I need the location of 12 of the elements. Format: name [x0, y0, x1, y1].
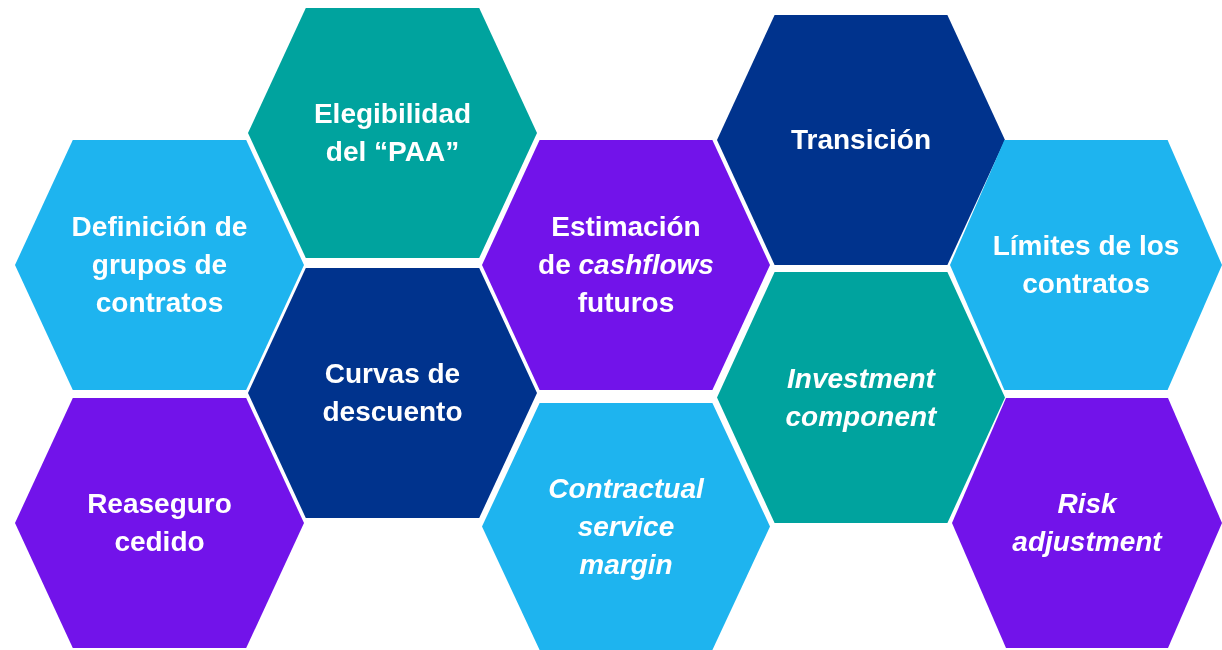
hexagon-label: Risk adjustment — [1011, 487, 1164, 559]
hexagon-label: Transición — [790, 123, 931, 157]
hexagon-label: Límites de los contratos — [991, 229, 1181, 301]
hexagon-label: Elegibilidad del “PAA” — [312, 97, 473, 169]
hexagon-label: Investment component — [784, 361, 939, 434]
hexagon-label: Reaseguro cedido — [86, 487, 233, 559]
hexagon-label: Definición de grupos de contratos — [70, 210, 249, 320]
hexagon-label: Contractual service margin — [547, 471, 706, 582]
hexagon-tile — [950, 140, 1222, 390]
hexagon-tile — [952, 398, 1222, 648]
hexagon-label: Estimación de cashflows futuros — [537, 210, 715, 320]
hexagon-label: Curvas de descuento — [321, 357, 464, 429]
